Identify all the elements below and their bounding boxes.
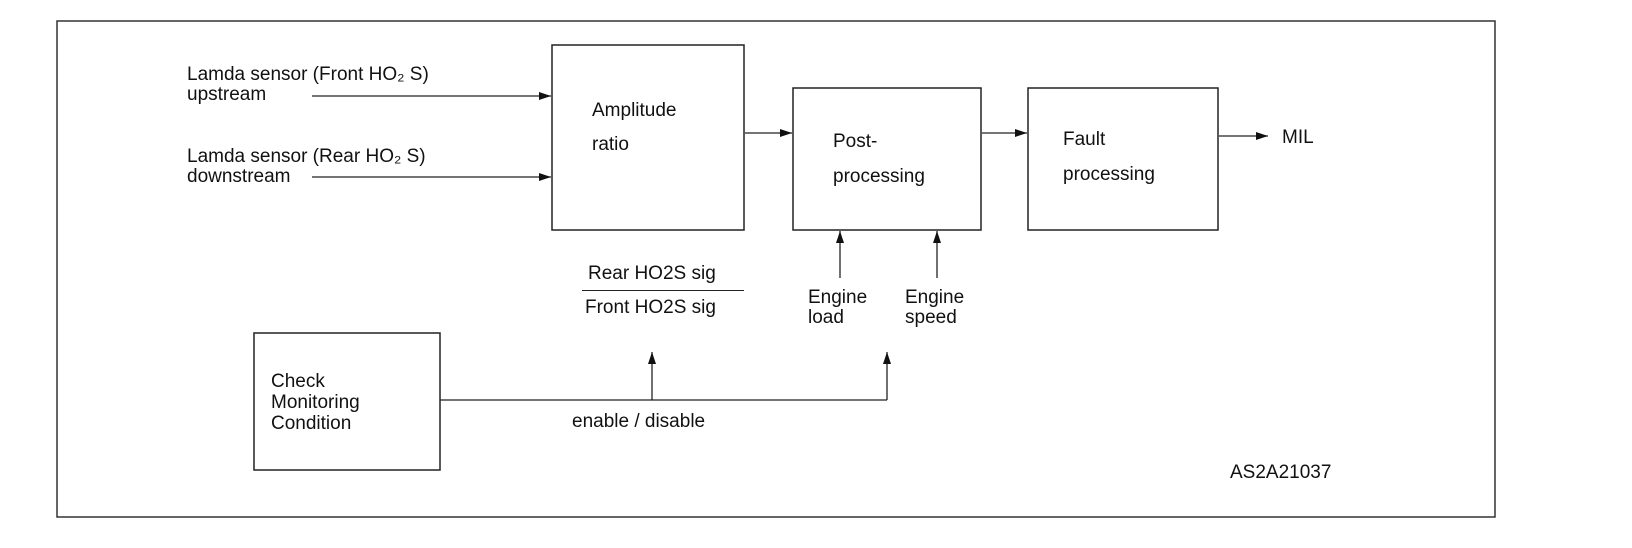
check-monitoring-label-1: Check	[271, 371, 325, 392]
post-processing-label-2: processing	[833, 166, 925, 187]
ratio-numerator: Rear HO2S sig	[588, 263, 716, 284]
figure-id: AS2A21037	[1230, 462, 1332, 483]
rear-sensor-sublabel: downstream	[187, 166, 291, 187]
enable-disable-label: enable / disable	[572, 411, 706, 432]
front-sensor-label: Lamda sensor (Front HO₂ S)	[187, 64, 429, 85]
check-monitoring-label-3: Condition	[271, 413, 352, 434]
amplitude-ratio-label-2: ratio	[592, 134, 629, 155]
check-monitoring-block	[253, 332, 441, 471]
front-sensor-sublabel: upstream	[187, 84, 267, 105]
engine-load-label-2: load	[808, 307, 844, 328]
amplitude-ratio-label-1: Amplitude	[592, 100, 677, 121]
mil-label: MIL	[1282, 127, 1314, 148]
diagram-frame	[56, 20, 1496, 518]
rear-sensor-label: Lamda sensor (Rear HO₂ S)	[187, 146, 426, 167]
ratio-denominator: Front HO2S sig	[585, 297, 716, 318]
fault-processing-label-1: Fault	[1063, 129, 1106, 150]
amplitude-ratio-block	[551, 44, 745, 231]
ratio-fraction-bar	[582, 290, 744, 291]
post-processing-label-1: Post-	[833, 131, 878, 152]
fault-processing-label-2: processing	[1063, 164, 1155, 185]
engine-speed-label-1: Engine	[905, 287, 965, 308]
check-monitoring-label-2: Monitoring	[271, 392, 360, 413]
fault-processing-block	[1027, 87, 1219, 231]
post-processing-block	[792, 87, 982, 231]
engine-load-label-1: Engine	[808, 287, 868, 308]
engine-speed-label-2: speed	[905, 307, 957, 328]
